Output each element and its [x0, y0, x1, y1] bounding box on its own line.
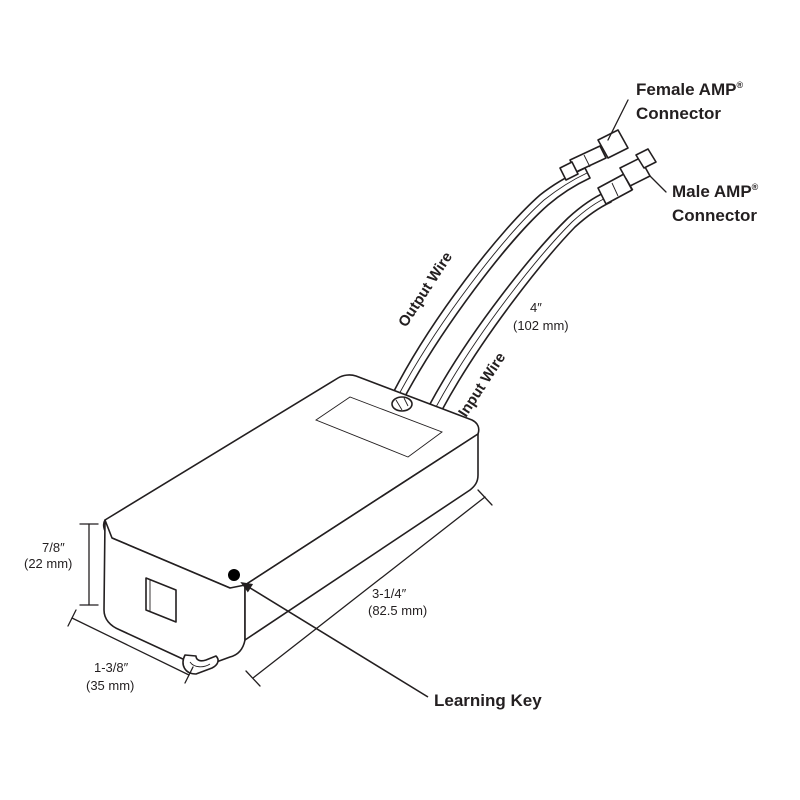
male-connector-leader	[649, 175, 667, 193]
learning-controller-box	[102, 374, 480, 675]
learning-key-dot	[228, 569, 240, 581]
height-dimension	[79, 523, 99, 606]
wire-length-in: 4″	[530, 300, 542, 315]
female-connector-label-line2: Connector	[636, 104, 721, 123]
length-dimension	[245, 489, 493, 687]
wire-exit-hole	[391, 396, 413, 412]
box-front-opening	[145, 577, 177, 623]
length-in: 3-1/4″	[372, 586, 407, 601]
female-connector-label: Female AMP®	[636, 80, 743, 99]
learning-key-leader	[240, 581, 429, 698]
length-mm: (82.5 mm)	[368, 603, 427, 618]
height-mm: (22 mm)	[24, 556, 72, 571]
wire-length-mm: (102 mm)	[513, 318, 569, 333]
box-side-face	[244, 433, 479, 641]
width-mm: (35 mm)	[86, 678, 134, 693]
width-in: 1-3/8″	[94, 660, 129, 675]
width-dimension	[67, 609, 194, 684]
height-in: 7/8″	[42, 540, 65, 555]
male-connector-label-line2: Connector	[672, 206, 757, 225]
male-connector-label: Male AMP®	[672, 182, 759, 201]
box-top-label-area	[315, 396, 443, 458]
male-amp-connector	[597, 148, 657, 205]
female-connector-leader	[607, 99, 629, 141]
output-wire	[391, 167, 591, 403]
learning-key-label: Learning Key	[434, 691, 542, 710]
female-amp-connector	[559, 129, 629, 181]
